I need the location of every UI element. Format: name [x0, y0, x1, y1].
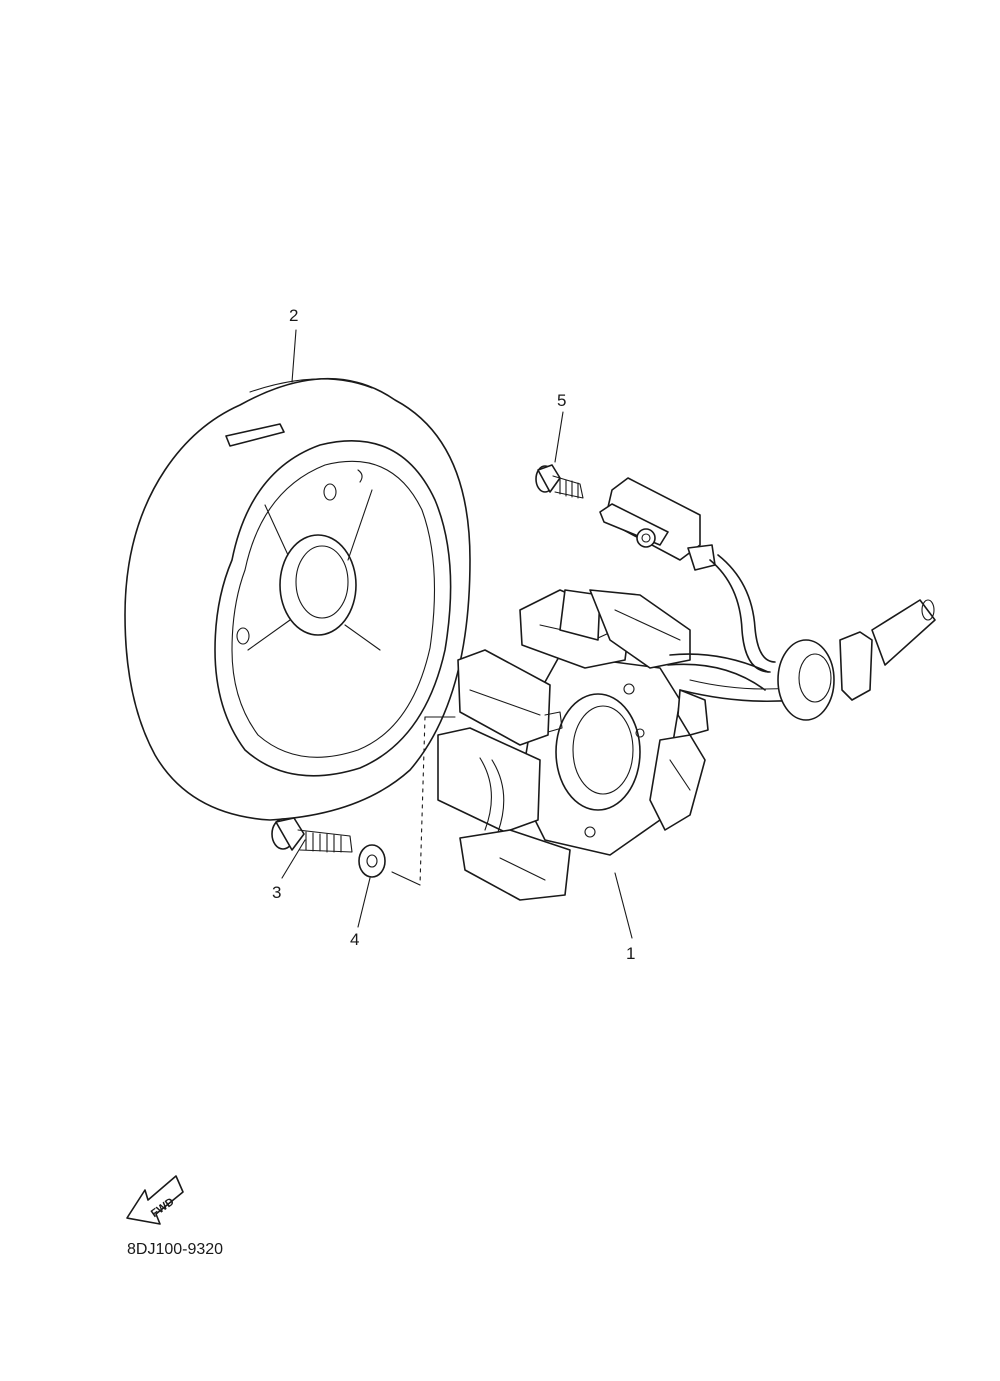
callout-2: 2 [289, 306, 298, 325]
callout-3: 3 [272, 883, 281, 902]
pickup-coil [599, 477, 796, 703]
callout-1: 1 [626, 944, 635, 963]
leader-lines [281, 329, 633, 939]
screw [535, 464, 584, 499]
wire-grommet [777, 599, 936, 721]
stator-assembly [391, 589, 709, 901]
washer [358, 844, 386, 878]
callout-4: 4 [350, 930, 359, 949]
rotor-flywheel [124, 377, 471, 821]
diagram-code: 8DJ100-9320 [127, 1241, 224, 1258]
bolt [271, 817, 353, 853]
fwd-arrow-icon: FWD [126, 1175, 184, 1225]
callout-5: 5 [557, 391, 566, 410]
